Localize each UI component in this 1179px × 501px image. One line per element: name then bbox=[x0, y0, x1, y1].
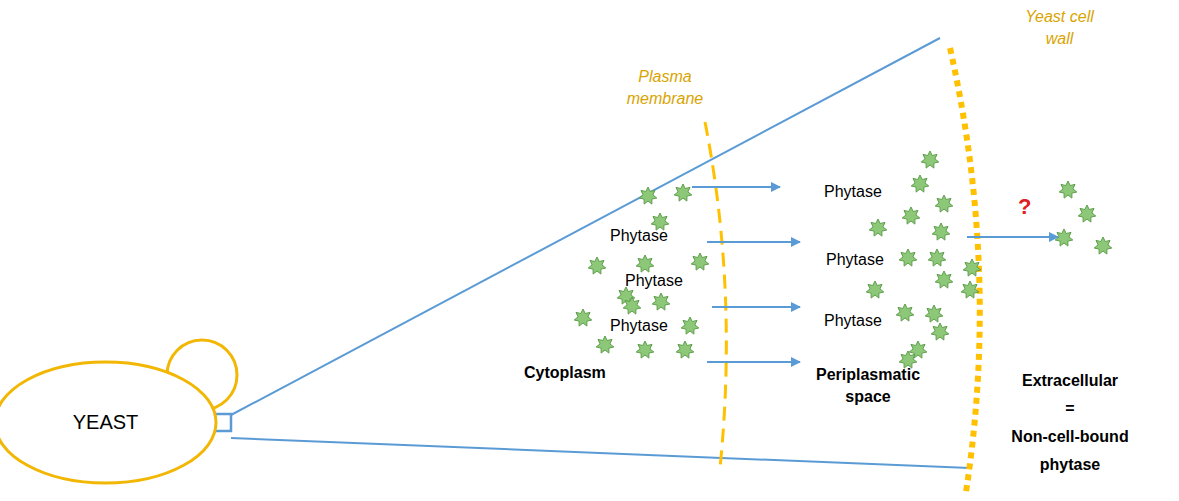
question-mark: ? bbox=[1018, 194, 1031, 220]
plasma-membrane bbox=[705, 122, 726, 468]
phytase-star bbox=[869, 219, 887, 236]
phytase-star bbox=[899, 249, 917, 266]
phytase-star bbox=[636, 341, 654, 358]
compartment-label: Non-cell-bound bbox=[1005, 426, 1135, 448]
phytase-star bbox=[931, 323, 949, 340]
phytase-star bbox=[935, 195, 953, 212]
phytase-star bbox=[921, 151, 939, 168]
phytase-star bbox=[588, 257, 606, 274]
yeast-cell: YEAST bbox=[0, 360, 218, 485]
zoom-line bbox=[231, 438, 970, 468]
phytase-star bbox=[652, 293, 670, 310]
phytase-star bbox=[899, 351, 917, 368]
phytase-star bbox=[896, 304, 914, 321]
phytase-star bbox=[596, 336, 614, 353]
protein-label: Phytase bbox=[826, 250, 884, 269]
phytase-star bbox=[691, 253, 709, 270]
phytase-star bbox=[866, 281, 884, 298]
phytase-star bbox=[1059, 181, 1077, 198]
phytase-star bbox=[925, 305, 943, 322]
phytase-star bbox=[911, 175, 929, 192]
transport-arrows bbox=[692, 187, 1058, 362]
compartment-label: Periplasmatic space bbox=[806, 364, 930, 409]
cell-label: YEAST bbox=[73, 411, 139, 434]
protein-label: Phytase bbox=[824, 311, 882, 330]
phytase-star bbox=[623, 297, 641, 314]
phytase-stars bbox=[574, 151, 1112, 368]
protein-label: Phytase bbox=[824, 182, 882, 201]
protein-label: Phytase bbox=[610, 226, 668, 245]
phytase-star bbox=[935, 271, 953, 288]
phytase-star bbox=[961, 281, 979, 298]
protein-label: Phytase bbox=[625, 271, 683, 290]
phytase-star bbox=[574, 309, 592, 326]
phytase-star bbox=[902, 207, 920, 224]
phytase-star bbox=[1094, 237, 1112, 254]
compartment-label: Extracellular bbox=[1005, 370, 1135, 392]
protein-label: Phytase bbox=[610, 316, 668, 335]
zoom-line bbox=[231, 38, 940, 415]
phytase-star bbox=[636, 255, 654, 272]
phytase-star bbox=[676, 341, 694, 358]
compartment-label: Cytoplasm bbox=[524, 362, 606, 384]
phytase-star bbox=[1078, 205, 1096, 222]
phytase-star bbox=[932, 223, 950, 240]
phytase-star bbox=[928, 249, 946, 266]
compartment-label: phytase bbox=[1005, 454, 1135, 476]
phytase-star bbox=[674, 184, 692, 201]
compartment-label: = bbox=[1005, 398, 1135, 420]
phytase-star bbox=[639, 187, 657, 204]
phytase-star bbox=[963, 259, 981, 276]
region-label: Yeast cell wall bbox=[1012, 6, 1107, 51]
region-label: Plasma membrane bbox=[622, 66, 708, 111]
phytase-star bbox=[681, 317, 699, 334]
phytase-star bbox=[1055, 229, 1073, 246]
